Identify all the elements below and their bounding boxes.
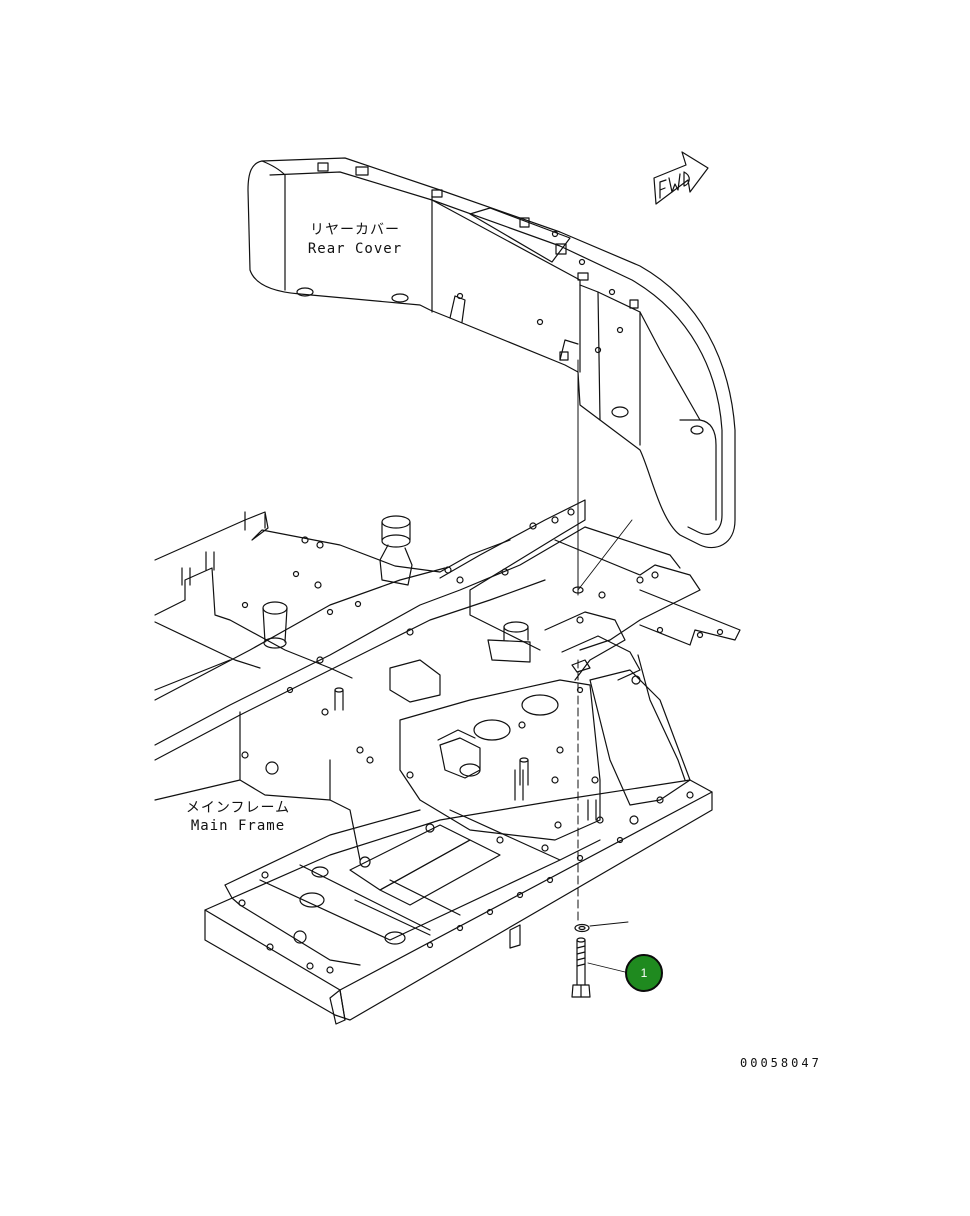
part-callout-1[interactable]: 1 xyxy=(625,954,663,992)
rear-cover xyxy=(247,157,736,549)
drawing-number: 00058047 xyxy=(740,1056,822,1070)
main-frame-label-en: Main Frame xyxy=(190,818,286,834)
bolt-assembly xyxy=(571,359,633,998)
forward-arrow-icon xyxy=(653,151,709,205)
main-frame xyxy=(154,499,741,1025)
rear-cover-label-en: Rear Cover xyxy=(307,241,403,257)
rear-cover-label-jp: リヤーカバー xyxy=(310,222,400,238)
part-callout-number: 1 xyxy=(640,966,648,980)
main-frame-label-jp: メインフレーム xyxy=(185,800,291,816)
